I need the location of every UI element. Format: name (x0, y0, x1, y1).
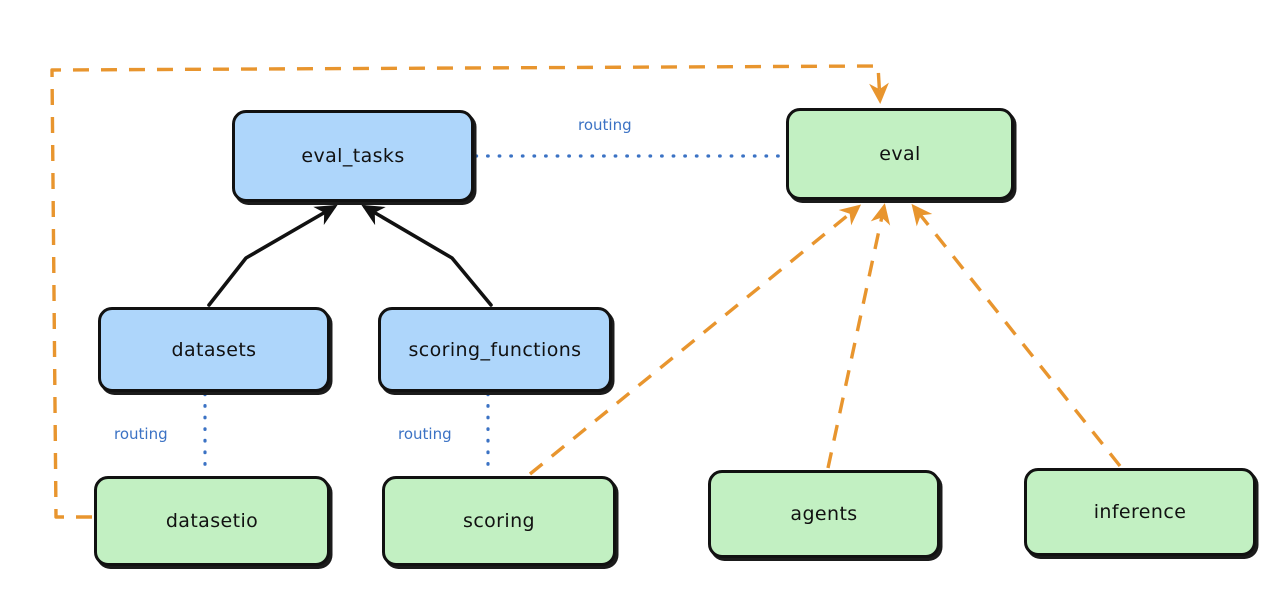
node-scoring[interactable]: scoring (382, 476, 616, 566)
edge-scoring-to-eval (528, 204, 862, 476)
edge-label-routing-eval-tasks: routing (578, 116, 632, 134)
edge-label-routing-scoring: routing (398, 425, 452, 443)
node-eval-tasks[interactable]: eval_tasks (232, 110, 474, 202)
node-eval[interactable]: eval (786, 108, 1014, 200)
node-label-eval: eval (879, 143, 921, 165)
edge-inference-to-eval (911, 203, 1122, 468)
node-scoring-functions[interactable]: scoring_functions (378, 307, 612, 392)
node-label-scoring-functions: scoring_functions (408, 338, 582, 361)
edge-label-routing-datasets: routing (114, 425, 168, 443)
node-label-agents: agents (790, 503, 858, 525)
node-datasetio[interactable]: datasetio (94, 476, 330, 566)
node-label-scoring: scoring (463, 510, 535, 532)
node-label-datasetio: datasetio (165, 510, 259, 532)
node-label-datasets: datasets (171, 338, 257, 361)
node-label-eval-tasks: eval_tasks (301, 145, 405, 167)
node-datasets[interactable]: datasets (98, 307, 330, 392)
edge-datasetio-to-eval (50, 64, 889, 519)
edge-datasets-to-eval-tasks (207, 204, 338, 307)
edge-agents-to-eval (826, 203, 891, 469)
node-label-inference: inference (1093, 501, 1187, 523)
edge-scoring-functions-to-eval-tasks (361, 204, 493, 307)
node-agents[interactable]: agents (708, 470, 940, 558)
node-inference[interactable]: inference (1024, 468, 1256, 556)
